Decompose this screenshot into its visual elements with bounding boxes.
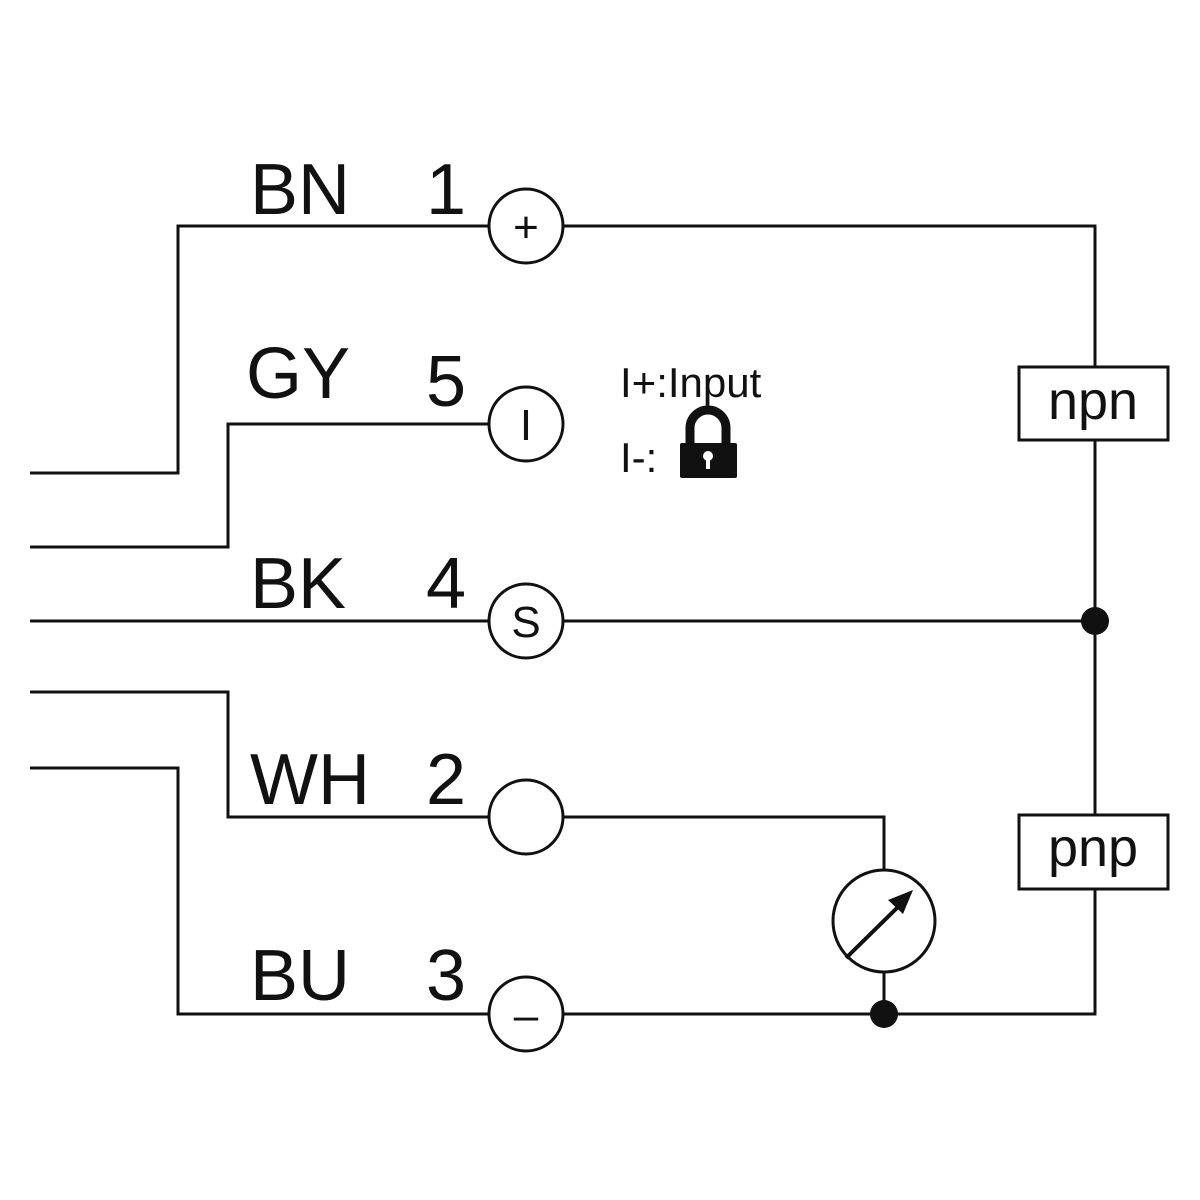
pin-2	[487, 778, 565, 856]
input-note: I+:Input	[620, 359, 762, 406]
wire-gy	[30, 422, 488, 549]
wire-label-bn: BN	[250, 150, 350, 230]
lock-note: I-:	[620, 434, 657, 481]
pin-number-3: 3	[426, 936, 466, 1016]
pin-number-4: 4	[426, 544, 466, 624]
wire-label-bu: BU	[250, 936, 350, 1016]
wire-wh	[30, 690, 488, 819]
npn-label: npn	[1048, 371, 1138, 431]
adjustable-load-meter-icon	[831, 868, 937, 974]
wire-label-wh: WH	[250, 740, 370, 820]
pin-4: S	[487, 582, 565, 660]
wire-bu	[30, 766, 488, 1016]
pin-symbol-minus: –	[514, 991, 539, 1040]
junction-dot-bu	[870, 1000, 898, 1028]
pin-symbol-switch: S	[511, 598, 540, 647]
wire-wh-right	[564, 815, 886, 870]
wire-label-bk: BK	[250, 544, 346, 624]
junction-dot-bk	[1081, 607, 1109, 635]
pin-symbol-plus: +	[513, 203, 539, 252]
padlock-icon	[680, 405, 737, 478]
pin-number-1: 1	[426, 150, 466, 230]
wire-bn	[30, 224, 488, 475]
wire-pnp-bus	[885, 889, 1097, 1016]
pin-5: I	[487, 385, 565, 463]
pin-number-5: 5	[426, 342, 466, 422]
pin-1: +	[487, 187, 565, 265]
wire-bn-right	[564, 224, 1097, 367]
pnp-label: pnp	[1048, 818, 1138, 878]
wire-label-gy: GY	[246, 334, 350, 414]
pin-3: –	[487, 975, 565, 1053]
pin-number-2: 2	[426, 740, 466, 820]
pnp-box: pnp	[1017, 813, 1170, 891]
pin-symbol-input: I	[520, 401, 532, 450]
npn-box: npn	[1017, 365, 1170, 442]
